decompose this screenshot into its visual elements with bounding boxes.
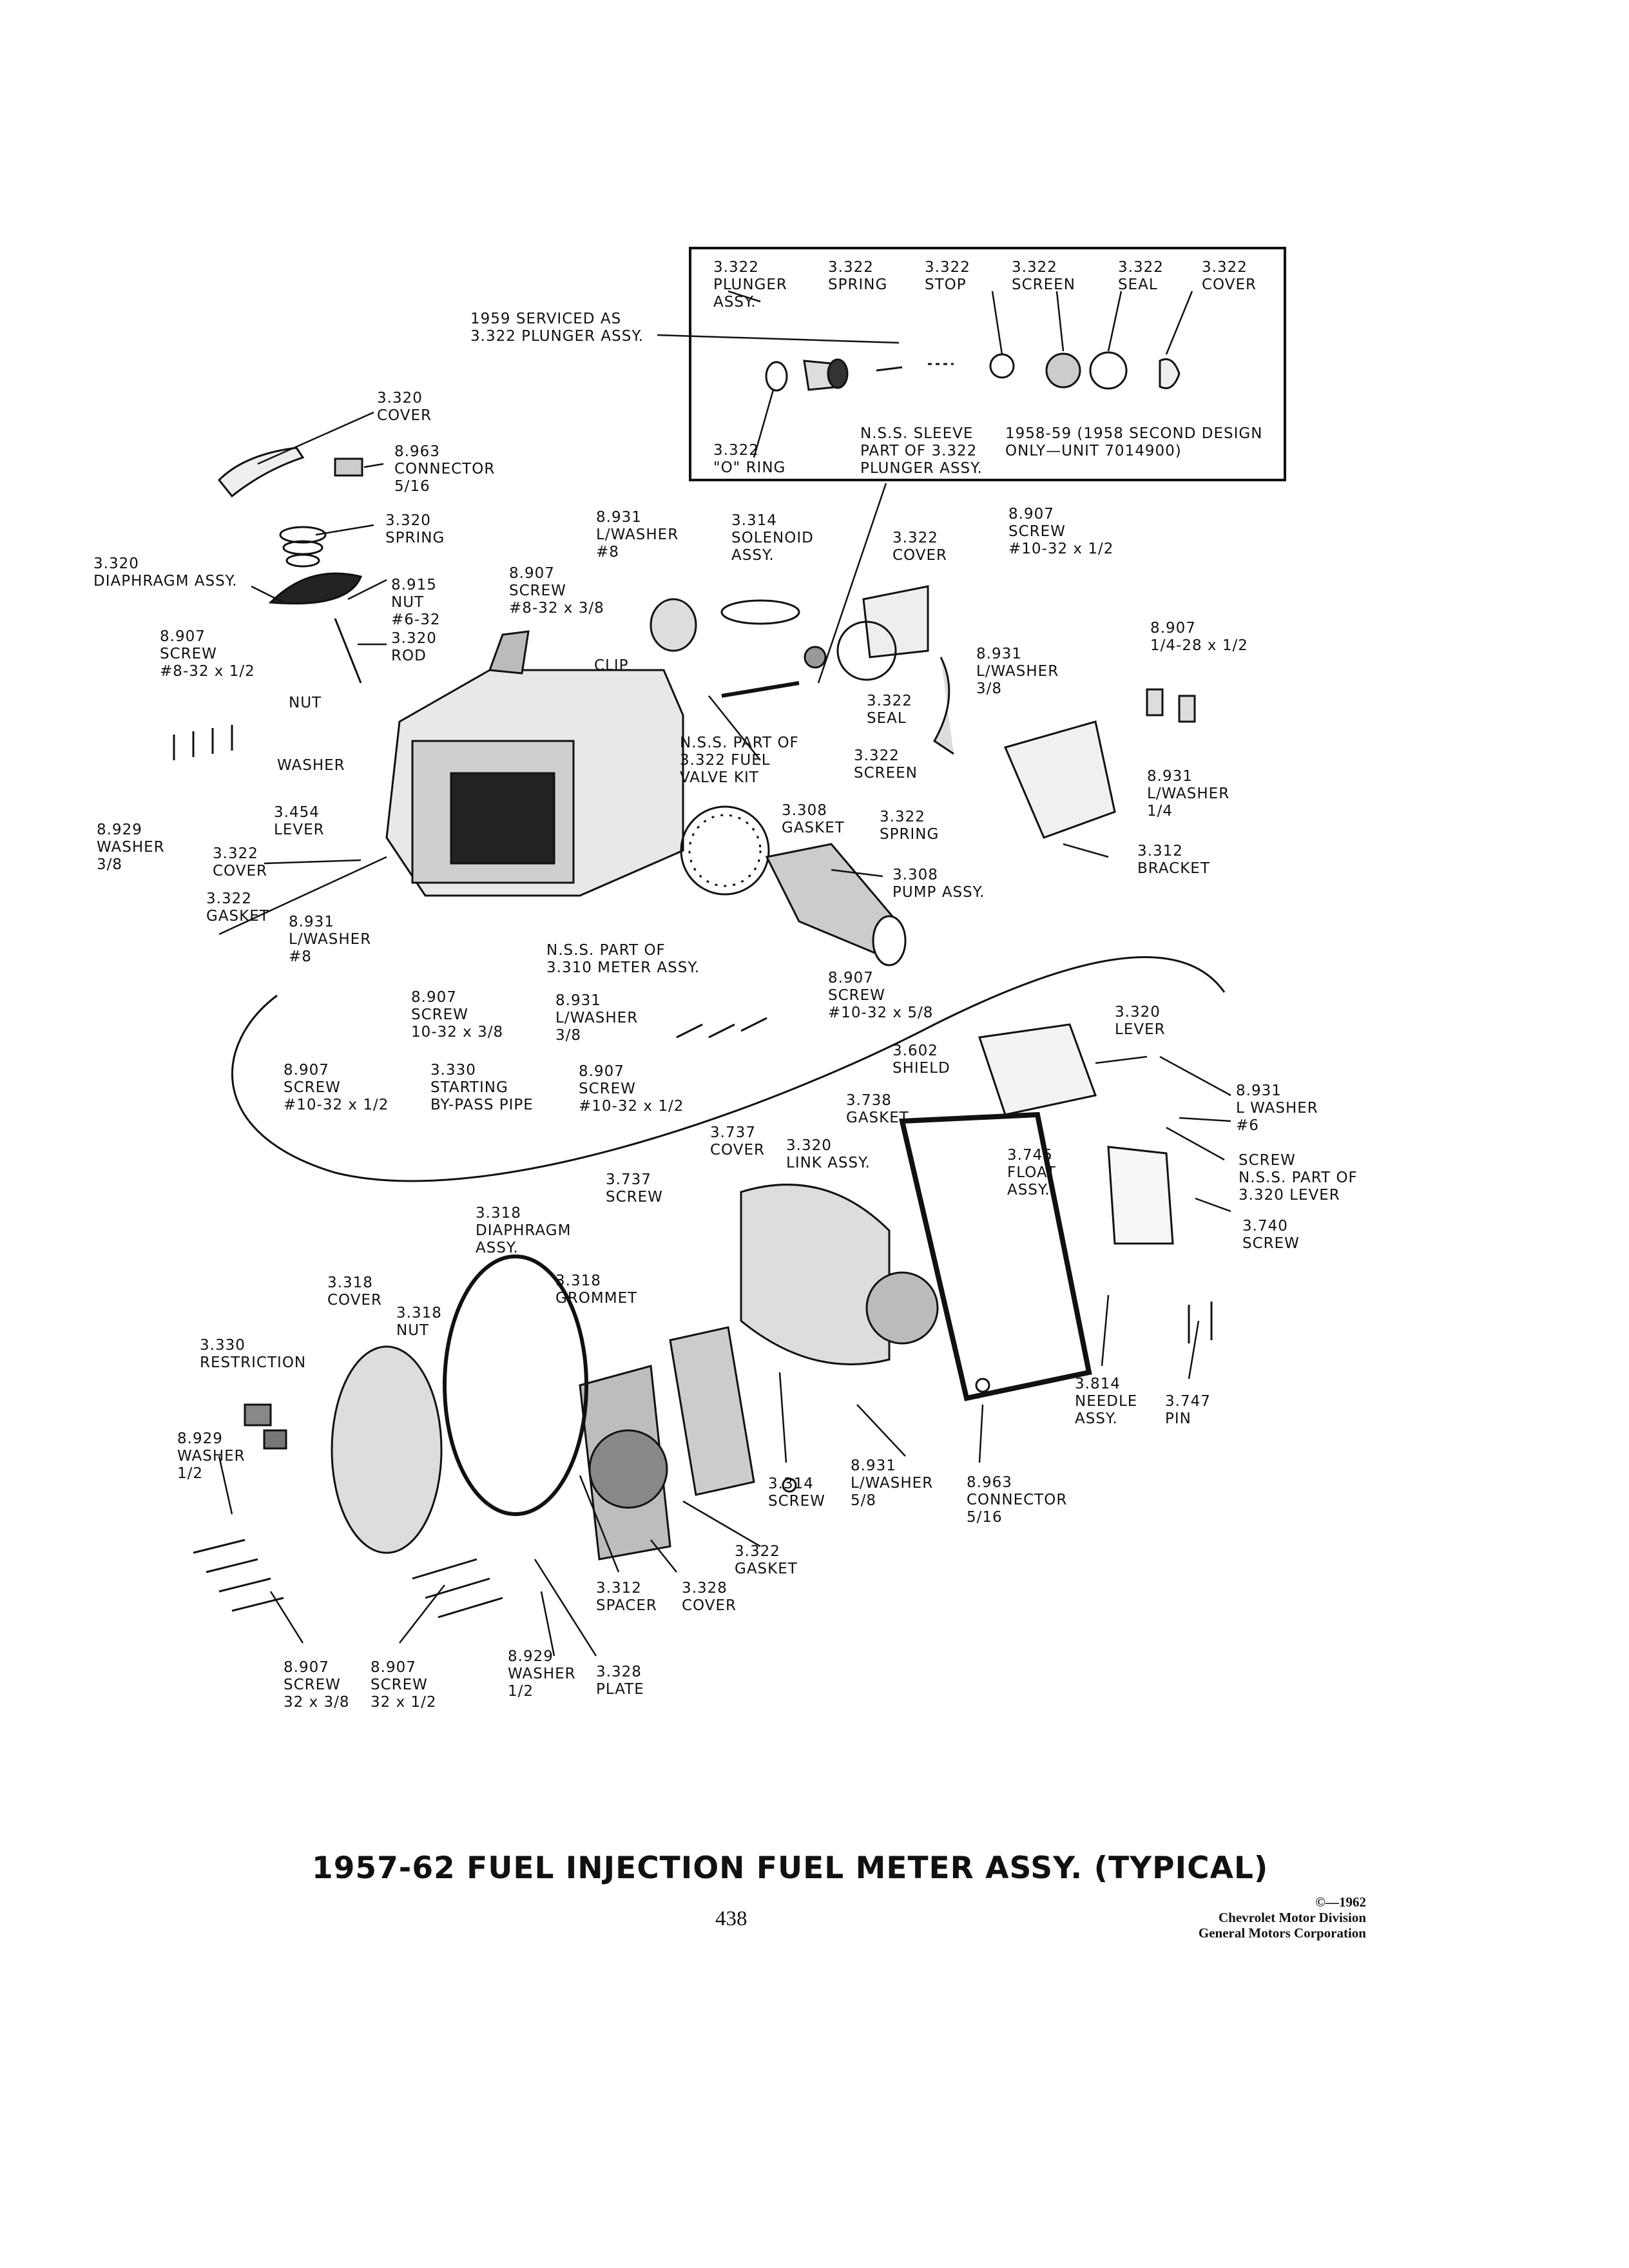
copyright-line: General Motors Corporation <box>1198 1925 1366 1941</box>
meter-body <box>385 630 684 897</box>
inset-parts <box>765 351 1181 392</box>
fastener-parts <box>173 725 1213 1619</box>
copyright-line: Chevrolet Motor Division <box>1218 1910 1366 1925</box>
copyright-line: ©—1962 <box>1315 1894 1366 1910</box>
inset-box <box>689 247 1286 481</box>
page-number: 438 <box>715 1907 747 1930</box>
label-nut: NUT <box>289 695 322 711</box>
upper-right-parts <box>650 585 1196 839</box>
leader-lines <box>218 290 1231 1657</box>
copyright-notice: ©—1962 Chevrolet Motor Division General … <box>1121 1894 1366 1941</box>
lower-parts <box>244 1023 1174 1561</box>
top-left-parts <box>217 447 363 684</box>
label-washer: WASHER <box>277 757 345 774</box>
page-title: 1957-62 FUEL INJECTION FUEL METER ASSY. … <box>312 1850 1269 1886</box>
pump-parts <box>680 805 907 966</box>
label-clip: CLIP <box>594 657 629 674</box>
label-3322-o-ring: 3.322"O" RING <box>713 442 786 476</box>
routing-loop-line <box>231 956 1226 1182</box>
